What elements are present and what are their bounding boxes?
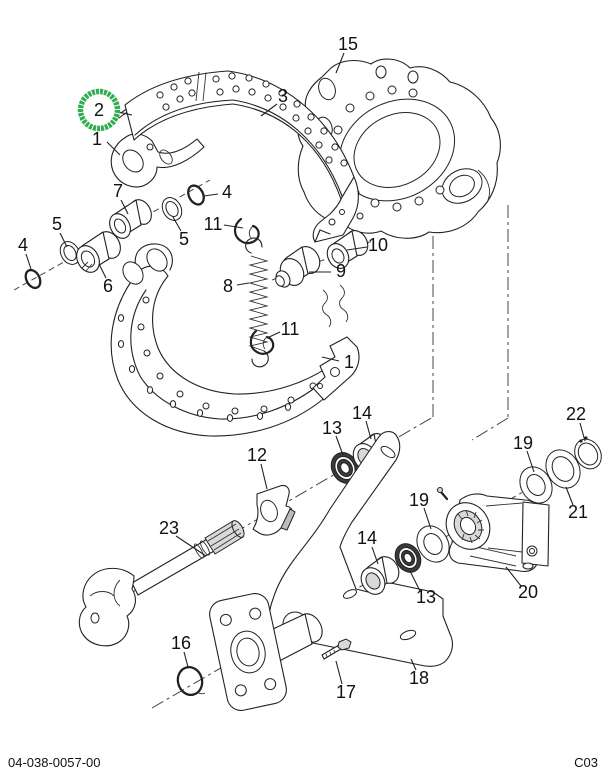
break-line-marks xyxy=(322,284,349,328)
slack-adjuster-group xyxy=(360,436,602,595)
washer-19-left xyxy=(416,525,450,563)
callout-label: 20 xyxy=(518,582,538,602)
callout-leader-20 xyxy=(505,566,522,587)
callout-label: 2 xyxy=(94,100,104,120)
callout-label: 12 xyxy=(247,445,267,465)
callout-leader-19 xyxy=(526,450,535,473)
callout-label: 19 xyxy=(409,490,429,510)
callout-leader-7 xyxy=(120,199,129,215)
slack-adjuster-20 xyxy=(437,487,550,572)
s-cam-head xyxy=(78,567,136,647)
callout-label: 14 xyxy=(352,403,372,423)
callout-leader-1 xyxy=(106,141,121,156)
callout-leader-11 xyxy=(223,224,244,229)
callout-label: 14 xyxy=(357,528,377,548)
callout-leader-12 xyxy=(260,463,268,490)
cam-plate-12 xyxy=(252,484,296,536)
lower-shoe-rivet-holes xyxy=(117,296,317,422)
callout-label: 1 xyxy=(92,129,102,149)
spring-clip-11-top xyxy=(233,217,260,245)
callout-leader-5 xyxy=(172,216,182,232)
washer-19-right xyxy=(519,466,553,504)
bushing-6 xyxy=(76,231,121,273)
callout-label: 6 xyxy=(103,276,113,296)
callout-leader-2 xyxy=(117,111,133,116)
spring-clip-11-bottom xyxy=(249,329,275,355)
cam-roller-9 xyxy=(275,246,321,288)
callout-leader-16 xyxy=(183,651,189,668)
retaining-ring-5-left xyxy=(59,241,81,265)
callout-leader-15 xyxy=(335,52,345,74)
callout-label: 13 xyxy=(416,587,436,607)
o-ring-16 xyxy=(176,665,206,697)
callout-leader-5 xyxy=(59,232,68,248)
footer-part-number: 04-038-0057-00 xyxy=(8,755,101,770)
callout-label: 18 xyxy=(409,668,429,688)
callout-label: 3 xyxy=(278,86,288,106)
callout-label: 13 xyxy=(322,418,342,438)
bushing-7 xyxy=(109,199,152,239)
callout-leader-10 xyxy=(346,246,368,251)
callout-leader-8 xyxy=(236,282,250,286)
callout-leader-13 xyxy=(409,570,421,592)
lower-brake-shoe xyxy=(110,243,360,437)
camshaft-splines xyxy=(204,520,245,555)
bolt-17 xyxy=(321,638,352,660)
callout-label: 5 xyxy=(179,229,189,249)
anchor-pin-hardware xyxy=(24,184,205,290)
upper-brake-shoe xyxy=(110,70,359,243)
callout-leader-23 xyxy=(175,535,207,557)
seal-13-upper xyxy=(330,452,360,484)
callout-label: 9 xyxy=(336,261,346,281)
callout-label: 22 xyxy=(566,404,586,424)
callout-label: 11 xyxy=(281,319,300,339)
callout-label: 7 xyxy=(113,181,123,201)
callout-label: 21 xyxy=(568,502,588,522)
callout-label: 11 xyxy=(204,214,223,234)
mounting-flange xyxy=(209,593,287,711)
callout-leader-14 xyxy=(365,420,372,440)
callout-leader-14 xyxy=(371,546,379,565)
bushing-14-lower xyxy=(360,556,400,595)
callout-leader-11 xyxy=(266,331,281,339)
callout-label: 4 xyxy=(222,182,232,202)
callout-leader-13 xyxy=(335,435,344,456)
upper-shoe-web xyxy=(110,133,205,188)
callout-label: 1 xyxy=(344,352,354,372)
upper-shoe-cam-end xyxy=(312,176,359,243)
callout-label: 16 xyxy=(171,633,191,653)
callout-leader-17 xyxy=(335,660,343,685)
washer-21 xyxy=(545,449,581,489)
highlight-circle xyxy=(77,88,121,132)
callout-leader-22 xyxy=(579,422,586,442)
seal-13-lower xyxy=(394,543,422,573)
return-spring-8 xyxy=(245,237,269,368)
bracket-tube-group xyxy=(176,593,352,711)
callout-leader-21 xyxy=(565,486,574,506)
ring-4-left xyxy=(24,268,42,290)
callout-leader-18 xyxy=(410,658,417,671)
callout-leader-4 xyxy=(203,193,219,197)
callout-leader-1 xyxy=(321,356,340,362)
return-spring-group xyxy=(233,217,369,368)
footer-page-code: C03 xyxy=(574,755,598,770)
callout-label: 19 xyxy=(513,433,533,453)
callout-label: 5 xyxy=(52,214,62,234)
callout-label: 4 xyxy=(18,235,28,255)
callout-label: 15 xyxy=(338,34,358,54)
callout-leader-6 xyxy=(98,263,107,279)
upper-shoe-rivet-holes xyxy=(156,72,348,167)
callout-leader-19 xyxy=(423,507,432,530)
snap-ring-22 xyxy=(574,436,602,470)
callout-leader-3 xyxy=(260,103,278,117)
callout-label: 8 xyxy=(223,276,233,296)
retaining-ring-5-right xyxy=(161,197,183,221)
callout-label: 23 xyxy=(159,518,179,538)
callout-label: 17 xyxy=(336,682,356,702)
ring-4-right xyxy=(187,184,205,206)
callout-leader-4 xyxy=(25,253,32,270)
callout-label: 10 xyxy=(368,235,388,255)
